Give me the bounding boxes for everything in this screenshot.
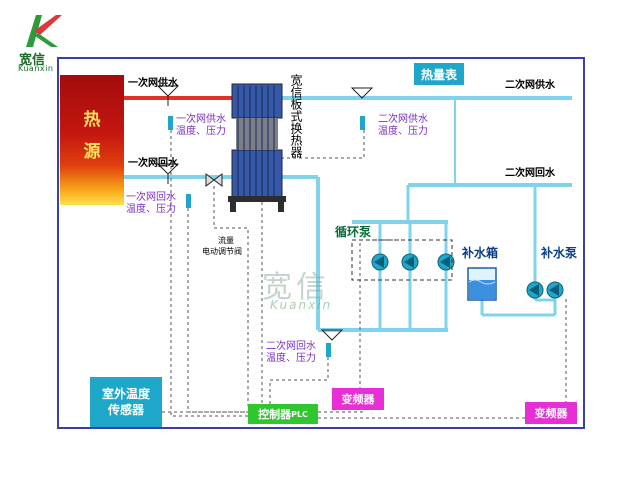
primary-return-label: 一次网回水: [128, 158, 178, 169]
outdoor-temp-sensor-line1: 室外温度: [101, 387, 150, 401]
primary-supply-sensor-line2: 温度、压力: [176, 126, 226, 137]
circulation-pump-2: [401, 253, 419, 271]
secondary-supply-sensor-line1: 二次网供水: [378, 114, 428, 125]
valve-secondary-supply: [350, 87, 374, 99]
primary-supply-sensor-line1: 一次网供水: [176, 114, 226, 125]
primary-supply-label: 一次网供水: [128, 78, 178, 89]
vfd-circulation-box: 变频器: [332, 388, 384, 410]
plc-controller-label: 控制器: [258, 408, 292, 421]
diagram-frame: [57, 57, 585, 429]
plc-controller-suffix: PLC: [291, 409, 308, 419]
makeup-pump-2: [546, 281, 564, 299]
primary-return-sensor-line2: 温度、压力: [126, 204, 176, 215]
secondary-return-sensor-line2: 温度、压力: [266, 353, 316, 364]
heat-source-char-1: 热: [83, 110, 101, 130]
secondary-supply-sensor-line2: 温度、压力: [378, 126, 428, 137]
makeup-tank: [467, 267, 497, 301]
flow-valve-label-1: 流量: [218, 236, 234, 245]
plate-heat-exchanger: [228, 83, 286, 212]
circulation-pump-label: 循环泵: [335, 225, 372, 239]
brand-sub: Kuanxin: [18, 64, 54, 73]
valve-secondary-return: [320, 329, 344, 341]
watermark-sub: Kuanxin: [270, 298, 333, 312]
heat-source: 热 源: [60, 75, 124, 205]
makeup-pump-1: [526, 281, 544, 299]
makeup-tank-label: 补水箱: [462, 246, 499, 260]
primary-return-sensor-line1: 一次网回水: [126, 192, 176, 203]
outdoor-temp-sensor-box: 室外温度 传感器: [90, 377, 162, 427]
secondary-return-sensor-line1: 二次网回水: [266, 341, 316, 352]
valve-primary-supply: [156, 85, 180, 106]
valve-primary-return: [156, 163, 180, 184]
heat-source-char-2: 源: [83, 142, 101, 162]
brand-name: 宽信: [19, 53, 46, 68]
outdoor-temp-sensor-line2: 传感器: [107, 403, 144, 417]
secondary-return-label: 二次网回水: [505, 168, 555, 179]
flow-valve-label-2: 电动调节阀: [202, 247, 242, 256]
circulation-pump-1: [371, 253, 389, 271]
makeup-pump-label: 补水泵: [541, 246, 578, 260]
flow-control-valve: [205, 173, 223, 187]
exchanger-label: 宽信板式换热器: [289, 74, 303, 158]
vfd-makeup-box: 变频器: [525, 402, 577, 424]
circulation-pump-3: [437, 253, 455, 271]
heat-meter-box: 热量表: [414, 63, 464, 85]
secondary-supply-label: 二次网供水: [505, 80, 555, 91]
brand-logo: [26, 15, 62, 47]
watermark-name: 宽信: [262, 270, 330, 305]
